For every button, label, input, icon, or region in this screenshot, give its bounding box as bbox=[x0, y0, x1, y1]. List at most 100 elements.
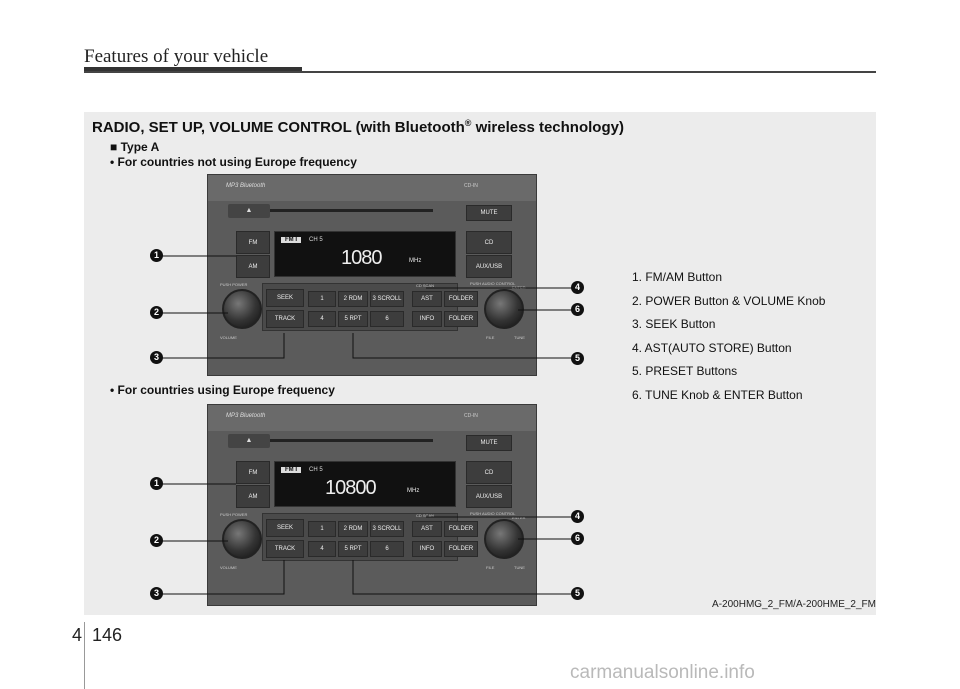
track-button[interactable]: TRACK bbox=[266, 310, 304, 328]
preset-4-button[interactable]: 4 bbox=[308, 541, 336, 557]
radio-logo: MP3 Bluetooth bbox=[226, 413, 266, 419]
callout-5: 5 bbox=[571, 587, 584, 600]
eject-button[interactable]: ▲ bbox=[228, 434, 270, 448]
am-button[interactable]: AM bbox=[236, 255, 270, 278]
legend-item: 6. TUNE Knob & ENTER Button bbox=[632, 387, 803, 402]
folder-up-button[interactable]: FOLDER bbox=[444, 521, 478, 537]
display-channel: CH 5 bbox=[309, 237, 323, 243]
type-label: ■ Type A bbox=[110, 140, 160, 154]
push-audio-label: PUSH AUDIO CONTROL bbox=[470, 281, 516, 286]
aux-usb-button[interactable]: AUX/USB bbox=[466, 255, 512, 278]
enter-label: ENTER bbox=[512, 285, 526, 290]
radio-display: FM I CH 5 1080 MHz bbox=[274, 231, 456, 277]
callout-5: 5 bbox=[571, 352, 584, 365]
preset-6-button[interactable]: 6 bbox=[370, 311, 404, 327]
subhead-europe: • For countries using Europe frequency bbox=[110, 383, 335, 397]
callout-1: 1 bbox=[150, 477, 163, 490]
cd-slot bbox=[263, 209, 433, 212]
preset-3-button[interactable]: 3 SCROLL bbox=[370, 521, 404, 537]
folder-down-button[interactable]: FOLDER bbox=[444, 311, 478, 327]
display-band: FM I bbox=[281, 237, 301, 243]
legend-item: 4. AST(AUTO STORE) Button bbox=[632, 340, 792, 355]
callout-2: 2 bbox=[150, 534, 163, 547]
figure-caption: A-200HMG_2_FM/A-200HME_2_FM bbox=[712, 599, 876, 610]
radio-unit-top: MP3 Bluetooth CD-IN ▲ MUTE FM AM FM I CH… bbox=[207, 174, 537, 376]
preset-4-button[interactable]: 4 bbox=[308, 311, 336, 327]
cd-slot bbox=[263, 439, 433, 442]
page-divider bbox=[84, 622, 85, 689]
preset-5-button[interactable]: 5 RPT bbox=[338, 311, 368, 327]
volume-label: VOLUME bbox=[220, 335, 237, 340]
page-heading: RADIO, SET UP, VOLUME CONTROL (with Blue… bbox=[92, 118, 624, 136]
preset-1-button[interactable]: 1 bbox=[308, 521, 336, 537]
preset-2-button[interactable]: 2 RDM bbox=[338, 521, 368, 537]
radio-top-strip bbox=[208, 405, 536, 431]
callout-2: 2 bbox=[150, 306, 163, 319]
watermark: carmanualsonline.info bbox=[570, 662, 755, 683]
tune-label: TUNE bbox=[514, 335, 525, 340]
fm-button[interactable]: FM bbox=[236, 231, 270, 254]
preset-6-button[interactable]: 6 bbox=[370, 541, 404, 557]
radio-top-strip bbox=[208, 175, 536, 201]
tune-knob[interactable] bbox=[484, 519, 524, 559]
volume-knob[interactable] bbox=[222, 519, 262, 559]
aux-usb-button[interactable]: AUX/USB bbox=[466, 485, 512, 508]
seek-button[interactable]: SEEK bbox=[266, 289, 304, 307]
page-number: 146 bbox=[92, 625, 123, 645]
radio-display: FM I CH 5 10800 MHz bbox=[274, 461, 456, 507]
cd-in-label: CD-IN bbox=[464, 413, 478, 419]
info-button[interactable]: INFO bbox=[412, 541, 442, 557]
folder-down-button[interactable]: FOLDER bbox=[444, 541, 478, 557]
radio-unit-bottom: MP3 Bluetooth CD-IN ▲ MUTE FM AM FM I CH… bbox=[207, 404, 537, 606]
am-button[interactable]: AM bbox=[236, 485, 270, 508]
chapter-number: 4 bbox=[72, 625, 83, 645]
folder-up-button[interactable]: FOLDER bbox=[444, 291, 478, 307]
volume-label: VOLUME bbox=[220, 565, 237, 570]
seek-button[interactable]: SEEK bbox=[266, 519, 304, 537]
ast-button[interactable]: AST bbox=[412, 291, 442, 307]
enter-label: ENTER bbox=[512, 515, 526, 520]
callout-3: 3 bbox=[150, 587, 163, 600]
display-unit: MHz bbox=[407, 488, 420, 494]
display-frequency: 10800 bbox=[325, 477, 377, 499]
ast-button[interactable]: AST bbox=[412, 521, 442, 537]
power-label: PUSH POWER bbox=[220, 512, 248, 517]
display-channel: CH 5 bbox=[309, 467, 323, 473]
preset-2-button[interactable]: 2 RDM bbox=[338, 291, 368, 307]
eject-button[interactable]: ▲ bbox=[228, 204, 270, 218]
callout-4: 4 bbox=[571, 281, 584, 294]
preset-5-button[interactable]: 5 RPT bbox=[338, 541, 368, 557]
push-audio-label: PUSH AUDIO CONTROL bbox=[470, 511, 516, 516]
radio-logo: MP3 Bluetooth bbox=[226, 183, 266, 189]
tune-label: TUNE bbox=[514, 565, 525, 570]
mute-button[interactable]: MUTE bbox=[466, 435, 512, 451]
preset-1-button[interactable]: 1 bbox=[308, 291, 336, 307]
header-bar bbox=[84, 67, 302, 73]
fm-button[interactable]: FM bbox=[236, 461, 270, 484]
callout-6: 6 bbox=[571, 303, 584, 316]
display-unit: MHz bbox=[409, 258, 422, 264]
tune-knob[interactable] bbox=[484, 289, 524, 329]
legend-item: 1. FM/AM Button bbox=[632, 270, 723, 284]
display-frequency: 1080 bbox=[341, 247, 382, 269]
mute-button[interactable]: MUTE bbox=[466, 205, 512, 221]
volume-knob[interactable] bbox=[222, 289, 262, 329]
cd-scan-label: CD SCAN bbox=[416, 513, 435, 518]
cd-button[interactable]: CD bbox=[466, 461, 512, 484]
legend-item: 3. SEEK Button bbox=[632, 317, 716, 332]
info-button[interactable]: INFO bbox=[412, 311, 442, 327]
subhead-non-europe: • For countries not using Europe frequen… bbox=[110, 155, 357, 169]
power-label: PUSH POWER bbox=[220, 282, 248, 287]
cd-button[interactable]: CD bbox=[466, 231, 512, 254]
section-title: Features of your vehicle bbox=[84, 46, 269, 67]
button-legend: 1. FM/AM Button 2. POWER Button & VOLUME… bbox=[632, 266, 825, 408]
track-button[interactable]: TRACK bbox=[266, 540, 304, 558]
legend-item: 5. PRESET Buttons bbox=[632, 364, 738, 379]
preset-3-button[interactable]: 3 SCROLL bbox=[370, 291, 404, 307]
cd-in-label: CD-IN bbox=[464, 183, 478, 189]
callout-6: 6 bbox=[571, 532, 584, 545]
legend-item: 2. POWER Button & VOLUME Knob bbox=[632, 293, 826, 308]
file-label: FILE bbox=[486, 335, 495, 340]
header-rule bbox=[84, 71, 876, 73]
display-band: FM I bbox=[281, 467, 301, 473]
